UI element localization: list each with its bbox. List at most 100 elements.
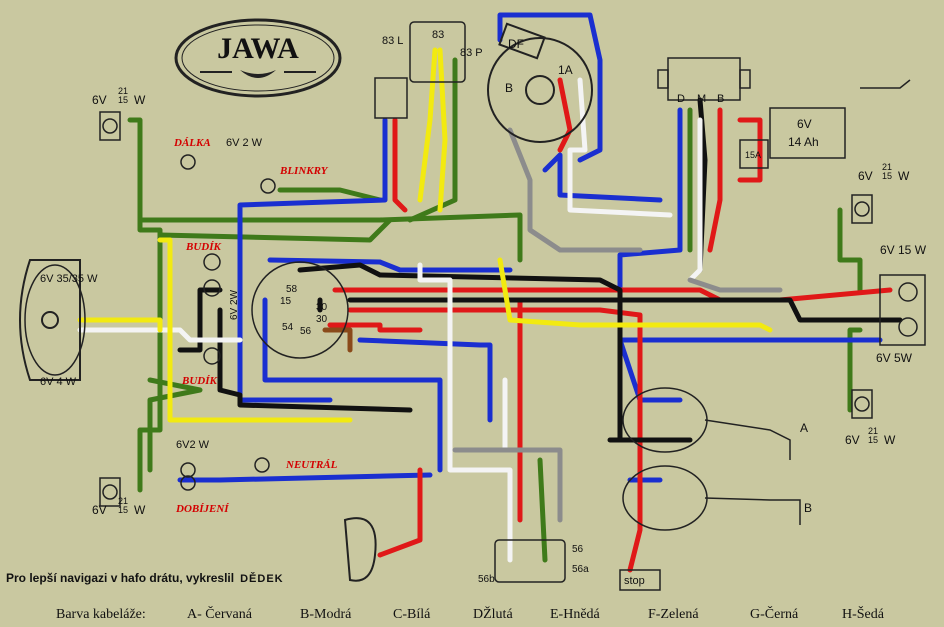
jawa-logo: JAWA bbox=[174, 18, 342, 98]
label-6v5w: 6V 5W bbox=[876, 351, 913, 365]
label-c56b: 56b bbox=[478, 574, 495, 585]
label-DF: DF bbox=[508, 37, 524, 51]
fuse-label: 15A bbox=[745, 150, 761, 160]
label-58: 58 bbox=[286, 284, 298, 295]
legend-grey: H-Šedá bbox=[842, 605, 885, 622]
bulb-right-top bbox=[851, 194, 873, 224]
battery-capacity: 14 Ah bbox=[788, 135, 819, 149]
wire-blue bbox=[267, 257, 513, 273]
wire-green bbox=[157, 217, 393, 243]
wire-red bbox=[347, 307, 643, 573]
label-budik-top: BUDÍK bbox=[185, 241, 222, 253]
wire-green bbox=[847, 327, 863, 413]
legend-red: A- Červaná bbox=[187, 605, 253, 622]
wire-blue bbox=[177, 472, 433, 483]
legend-green: F-Zelená bbox=[648, 607, 699, 622]
wire-green bbox=[147, 377, 203, 473]
wire-yellow bbox=[77, 317, 163, 333]
bulb-top-left-unit: W bbox=[134, 93, 146, 107]
bulb-right-bottom bbox=[851, 389, 873, 419]
fuse bbox=[739, 139, 769, 169]
bulb-bottom-left-label: 6V bbox=[92, 503, 107, 517]
wire-green bbox=[407, 57, 458, 223]
credit-author: DĚDEK bbox=[240, 572, 284, 585]
ignition-coils bbox=[622, 387, 801, 531]
bulb-right-bottom-label: 6V bbox=[845, 433, 860, 447]
headlight: 6V 35/35 W 6V 4 W bbox=[19, 259, 98, 388]
wire-blue bbox=[237, 117, 388, 403]
logo-text: JAWA bbox=[217, 32, 299, 65]
wire-black bbox=[217, 307, 413, 413]
label-54: 54 bbox=[282, 322, 294, 333]
label-dalka-power: 6V 2 W bbox=[226, 137, 263, 149]
label-reg-M: M bbox=[697, 93, 706, 105]
legend-brown: E-Hnědá bbox=[550, 607, 601, 622]
main-switch bbox=[251, 261, 349, 359]
label-30b: 30 bbox=[316, 314, 328, 325]
wire-red bbox=[737, 117, 763, 183]
legend-blue: B-Modrá bbox=[300, 607, 352, 622]
handlebar-switch bbox=[494, 539, 661, 591]
wire-blue bbox=[542, 152, 663, 203]
label-dobijeni: DOBÍJENÍ bbox=[175, 503, 229, 515]
wire-red bbox=[477, 297, 523, 523]
label-83: 83 bbox=[432, 29, 444, 41]
bulb-bottom-left bbox=[99, 477, 121, 507]
wire-blue bbox=[617, 107, 683, 403]
legend-white: C-Bílá bbox=[393, 607, 431, 622]
label-budik-power: 6V 2W bbox=[229, 289, 240, 320]
wire-blue bbox=[357, 337, 493, 423]
wire-yellow bbox=[417, 47, 438, 203]
wire-grey bbox=[507, 127, 643, 253]
wire-white bbox=[417, 262, 513, 563]
wire-blue bbox=[497, 12, 603, 163]
credit-text: Pro lepší navigazi v hafo drátu, vykresl… bbox=[6, 571, 284, 585]
label-56: 56 bbox=[300, 326, 312, 337]
headlight-pos-label: 6V 4 W bbox=[40, 376, 77, 388]
label-reg-B: B bbox=[717, 93, 724, 105]
label-6v15w: 6V 15 W bbox=[880, 243, 927, 257]
label-83P: 83 P bbox=[460, 47, 483, 59]
label-c56a: 56a bbox=[572, 564, 589, 575]
wire-red bbox=[707, 107, 723, 253]
wire-brown bbox=[322, 327, 353, 353]
wire-green bbox=[137, 212, 523, 263]
stop-switch-label: stop bbox=[624, 575, 645, 587]
wire-yellow bbox=[497, 257, 773, 333]
wire-black bbox=[347, 297, 903, 323]
label-coil-B: B bbox=[804, 501, 812, 515]
wire-green bbox=[537, 457, 548, 563]
indicator-lamps bbox=[180, 154, 276, 491]
wire-red bbox=[327, 322, 423, 333]
battery bbox=[769, 79, 911, 159]
label-blinkry: BLINKRY bbox=[279, 165, 329, 177]
wire-black bbox=[177, 287, 223, 353]
label-30: 30 bbox=[316, 302, 328, 313]
wire-white bbox=[567, 77, 673, 218]
label-1A: 1A bbox=[558, 63, 573, 77]
switch-83 bbox=[374, 21, 466, 119]
bulb-top-left bbox=[99, 111, 121, 141]
wire-blue bbox=[262, 297, 443, 473]
wire-green bbox=[277, 187, 383, 203]
bulb-right-top-unit: W bbox=[898, 169, 910, 183]
wire-yellow bbox=[437, 47, 448, 213]
wire-grey bbox=[687, 277, 783, 293]
bulb-bottom-left-unit: W bbox=[134, 503, 146, 517]
wire-green bbox=[837, 207, 863, 293]
wire-white bbox=[77, 327, 243, 343]
bulb-right-bottom-unit: W bbox=[884, 433, 896, 447]
wire-blue bbox=[627, 397, 683, 483]
label-c56: 56 bbox=[572, 544, 584, 555]
bulb-right-top-label: 6V bbox=[858, 169, 873, 183]
label-83L: 83 L bbox=[382, 35, 403, 47]
bulb-top-left-label: 6V bbox=[92, 93, 107, 107]
horn bbox=[343, 517, 377, 582]
label-neutral: NEUTRÁL bbox=[285, 459, 338, 471]
legend-title: Barva kabeláže: bbox=[56, 607, 146, 622]
headlight-main-label: 6V 35/35 W bbox=[40, 273, 98, 285]
label-reg-D: D bbox=[677, 93, 685, 105]
